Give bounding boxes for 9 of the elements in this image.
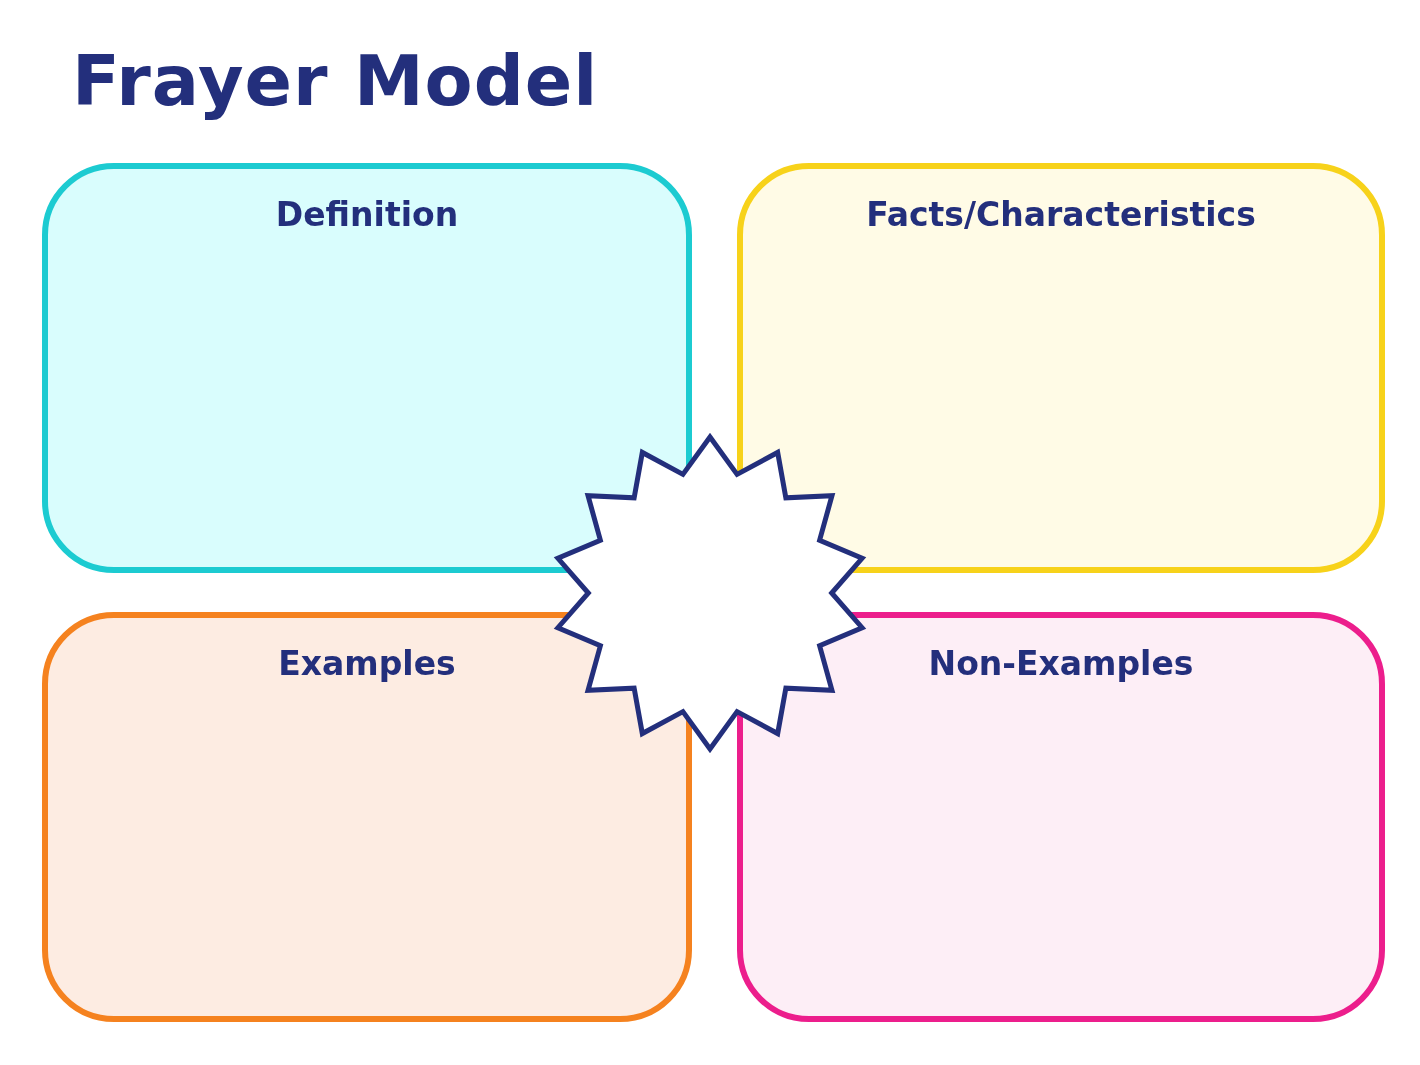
section-heading: Non-Examples (928, 644, 1194, 683)
section-heading: Definition (275, 195, 459, 234)
section-heading: Examples (278, 644, 456, 683)
category-box (737, 612, 1385, 1022)
category-box (42, 612, 692, 1022)
title: Frayer Model (72, 40, 599, 122)
category-box (42, 163, 692, 573)
section-heading: Facts/Characteristics (866, 195, 1256, 234)
category-box (737, 163, 1385, 573)
